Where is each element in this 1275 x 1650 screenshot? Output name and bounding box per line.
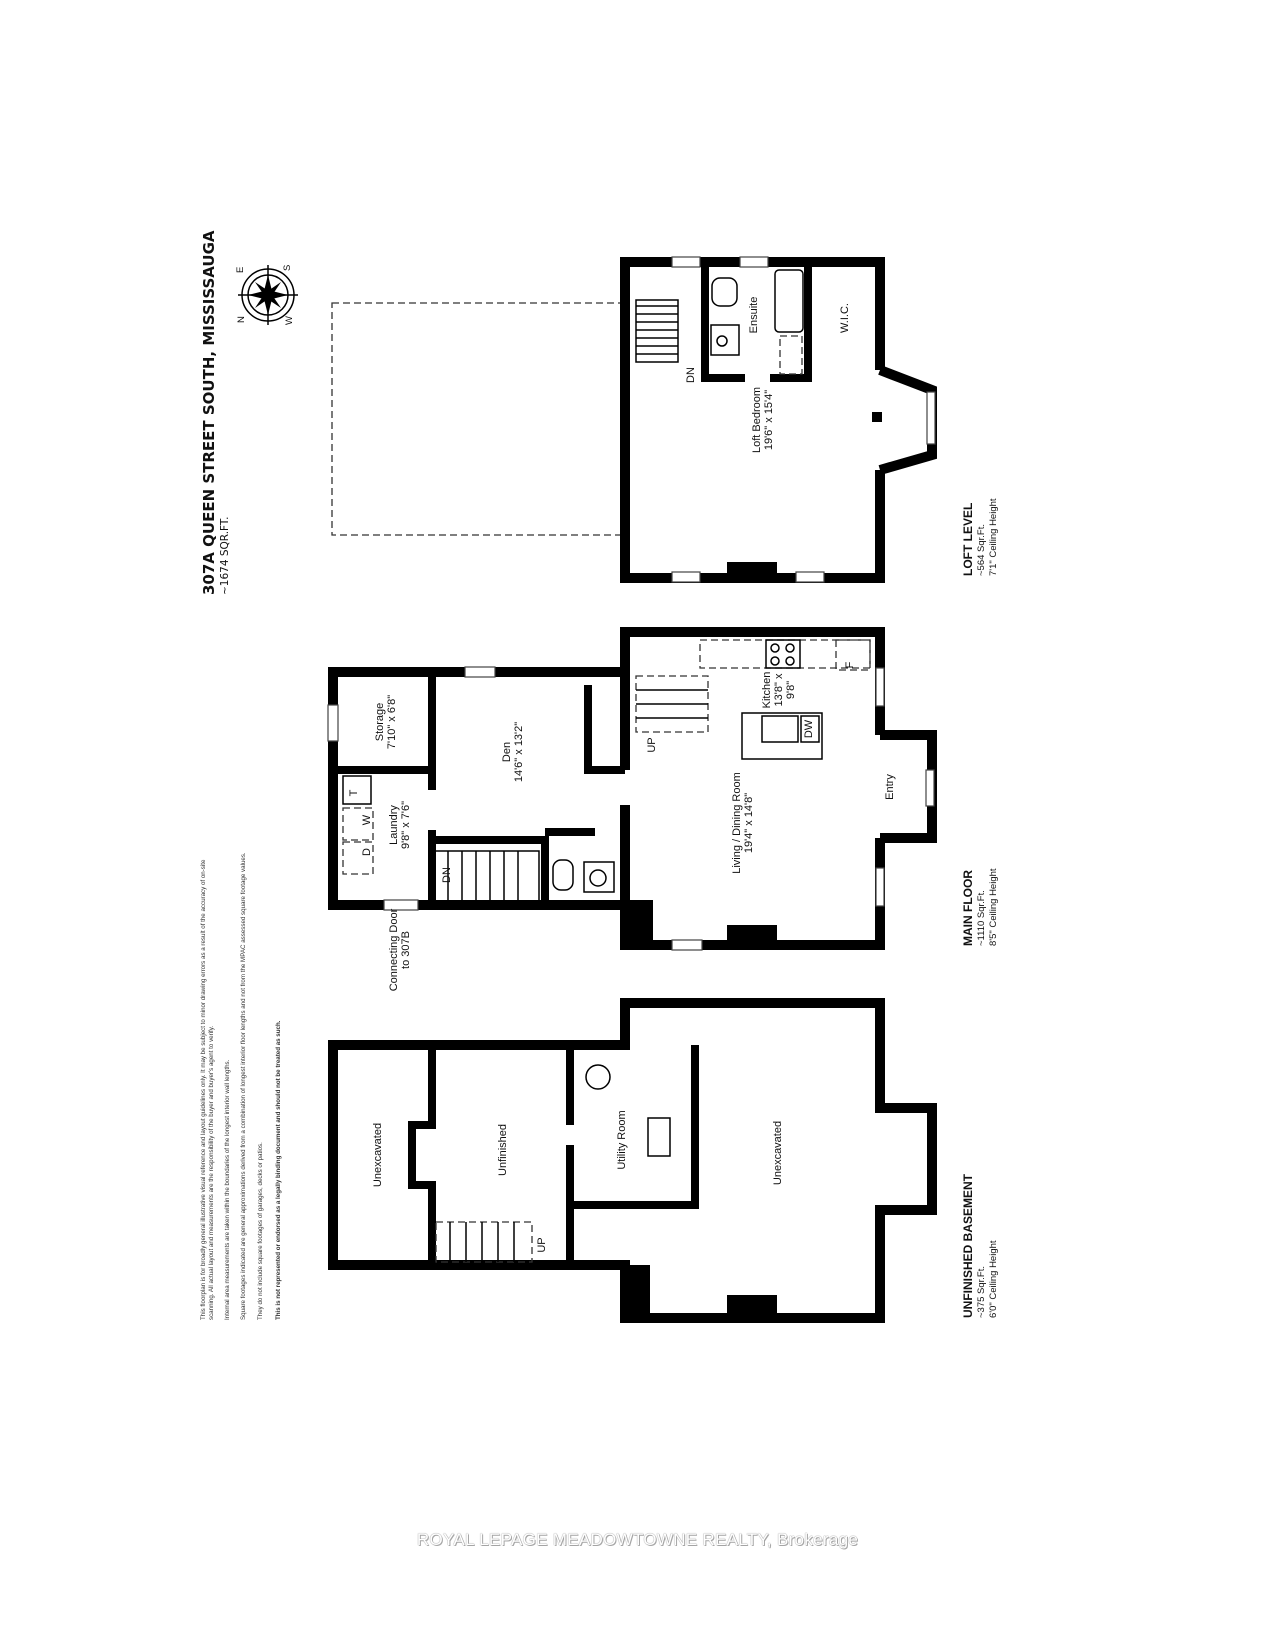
svg-text:~564 Sqr.Ft.: ~564 Sqr.Ft. <box>976 524 987 576</box>
svg-text:to 307B: to 307B <box>400 931 412 969</box>
basement-title: UNFINISHED BASEMENT <box>961 1173 975 1318</box>
svg-text:19'4" x 14'8": 19'4" x 14'8" <box>743 793 755 853</box>
loft-stairs <box>635 299 679 363</box>
svg-text:Unexcavated: Unexcavated <box>372 1123 384 1187</box>
living-room-label: Living / Dining Room <box>731 772 743 874</box>
svg-text:7'1" Ceiling Height: 7'1" Ceiling Height <box>988 498 999 576</box>
svg-text:Ensuite: Ensuite <box>748 297 760 334</box>
svg-text:N: N <box>236 316 247 323</box>
svg-text:Connecting Door: Connecting Door <box>388 908 400 991</box>
svg-text:W: W <box>361 814 373 825</box>
svg-text:Internal area measurements are: Internal area measurements are taken wit… <box>224 1059 231 1320</box>
svg-text:Unexcavated: Unexcavated <box>772 1121 784 1185</box>
svg-text:DN: DN <box>441 867 453 883</box>
basement-plan: UP Unexcavated Unfinished Utility Room U… <box>328 998 937 1323</box>
svg-text:8'5" Ceiling Height: 8'5" Ceiling Height <box>988 868 999 946</box>
svg-text:This floorplan is for broadly: This floorplan is for broadly general il… <box>200 859 207 1320</box>
svg-text:6'0" Ceiling Height: 6'0" Ceiling Height <box>988 1240 999 1318</box>
compass-rose-icon: E S N W <box>235 265 298 325</box>
svg-text:scanning. All actual layout a: scanning. All actual layout and measurem… <box>208 1026 215 1320</box>
svg-text:This is not represented or end: This is not represented or endorsed as a… <box>275 1020 282 1320</box>
svg-text:~375 Sqr.Ft.: ~375 Sqr.Ft. <box>976 1266 987 1318</box>
svg-text:W.I.C.: W.I.C. <box>839 303 851 333</box>
svg-text:13'8" x: 13'8" x <box>773 673 785 706</box>
svg-text:W: W <box>284 316 295 325</box>
total-area: ~1674 SQR.FT. <box>219 517 231 595</box>
open-to-below-outline <box>331 302 626 536</box>
svg-text:Utility Room: Utility Room <box>616 1110 628 1169</box>
svg-text:DN: DN <box>685 367 697 383</box>
svg-text:DW: DW <box>803 719 815 738</box>
svg-text:19'6" x 15'4": 19'6" x 15'4" <box>763 390 775 450</box>
svg-text:~1110 Sqr.Ft.: ~1110 Sqr.Ft. <box>976 890 987 946</box>
svg-text:Laundry: Laundry <box>388 805 400 845</box>
svg-text:S: S <box>282 265 293 271</box>
svg-text:Square footages indicated are: Square footages indicated are general ap… <box>240 852 247 1320</box>
loft-level-title: LOFT LEVEL <box>961 503 975 576</box>
svg-text:7'10" x 6'8": 7'10" x 6'8" <box>386 695 398 749</box>
svg-text:14'6" x 13'2": 14'6" x 13'2" <box>513 722 525 782</box>
svg-text:9'8" x 7'6": 9'8" x 7'6" <box>400 801 412 849</box>
property-title: 307A QUEEN STREET SOUTH, MISSISSAUGA <box>200 230 218 595</box>
main-stairs <box>433 675 709 902</box>
disclaimer: This floorplan is for broadly general il… <box>200 852 282 1320</box>
svg-text:UP: UP <box>646 737 658 752</box>
watermark: ROYAL LEPAGE MEADOWTOWNE REALTY, Brokera… <box>416 1530 859 1549</box>
loft-bedroom-label: Loft Bedroom <box>751 387 763 453</box>
main-floor-title: MAIN FLOOR <box>961 870 975 946</box>
main-floor-plan: F DW UP DN T W D Kitchen 13'8" x <box>327 627 937 991</box>
svg-text:Den: Den <box>501 742 513 762</box>
svg-text:They do not include square foo: They do not include square footages of g… <box>257 1142 264 1320</box>
svg-text:F: F <box>844 661 856 668</box>
svg-text:9'8": 9'8" <box>785 681 797 699</box>
svg-text:D: D <box>361 848 373 856</box>
kitchen-island <box>741 712 823 760</box>
svg-text:UP: UP <box>536 1237 548 1252</box>
svg-text:Entry: Entry <box>884 774 896 800</box>
svg-text:T: T <box>348 789 360 796</box>
svg-text:Kitchen: Kitchen <box>761 672 773 709</box>
svg-text:Unfinished: Unfinished <box>497 1124 509 1176</box>
svg-text:Storage: Storage <box>374 703 386 742</box>
loft-level-plan: DN Loft Bedroom 19'6" x 15'4" Ensuite W.… <box>331 256 937 583</box>
svg-text:E: E <box>235 267 246 273</box>
